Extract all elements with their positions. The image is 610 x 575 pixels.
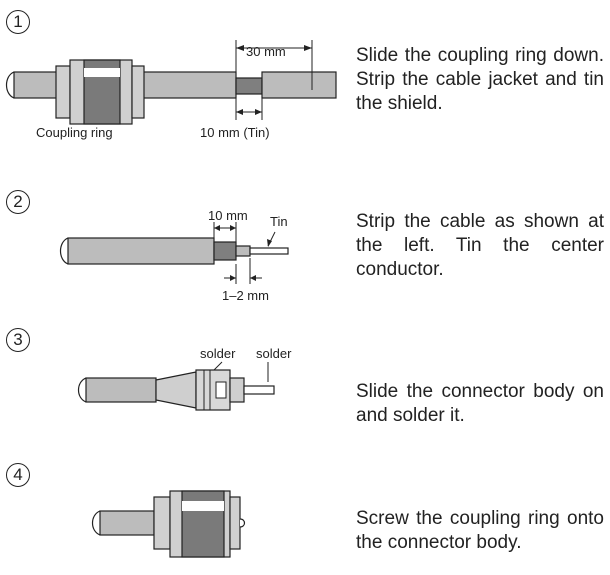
- center-pin: [243, 385, 275, 395]
- ring-highlight: [182, 501, 224, 511]
- step-number-badge: 3: [6, 328, 30, 352]
- step-2-illustration: 10 mm Tin 1–2 mm: [59, 208, 289, 303]
- step-description: Strip the cable as shown at the left. Ti…: [356, 211, 604, 280]
- solder-hole: [215, 381, 227, 399]
- dim-arrows: [230, 275, 256, 281]
- step-number-badge: 2: [6, 190, 30, 214]
- solder-label: solder: [256, 346, 292, 361]
- solder-label: solder: [200, 346, 236, 361]
- tin-label: Tin: [270, 214, 288, 229]
- callout-arrow: [267, 239, 272, 247]
- step-number-badge: 4: [6, 463, 30, 487]
- cable-jacket: [85, 377, 157, 403]
- step-4-illustration: [91, 490, 246, 558]
- step-description: Screw the coupling ring onto the connect…: [356, 508, 604, 553]
- cable-cut-end: [5, 71, 15, 99]
- ring-flange-right: [131, 65, 145, 119]
- cable-jacket: [67, 237, 215, 265]
- connector-body: [155, 371, 197, 409]
- cable-cut-end: [91, 510, 101, 536]
- center-conductor: [249, 247, 289, 255]
- dim-arrows: [214, 225, 236, 231]
- step-3: 3 solder solder Slide the connector body…: [0, 320, 610, 455]
- callout-line: [213, 361, 223, 371]
- dimension-label: 10 mm: [208, 208, 248, 223]
- ring-flange-left: [55, 65, 71, 119]
- tinned-shield: [235, 77, 263, 95]
- center-pin-tip: [239, 518, 246, 528]
- dimension-label: 10 mm (Tin): [200, 125, 270, 140]
- step-4: 4 Screw the coupling ring onto the conne…: [0, 455, 610, 575]
- dielectric: [261, 71, 337, 99]
- step-3-illustration: solder solder: [77, 346, 292, 411]
- step-2: 2 10 mm Tin 1–2 mm Strip the cable as sh…: [0, 180, 610, 320]
- cable-cut-end: [77, 377, 87, 403]
- dielectric: [235, 245, 251, 257]
- connector-tip: [229, 377, 245, 403]
- step-description: Slide the connector body on and solder i…: [356, 381, 604, 426]
- dim-arrows: [236, 45, 312, 51]
- step-1: 1 30 mm 10 mm (Tin) Coupling ring Slide …: [0, 0, 610, 180]
- part-label: Coupling ring: [36, 125, 113, 140]
- ring-flange-left: [153, 496, 171, 550]
- coupling-ring-band: [181, 490, 225, 558]
- step-number-badge: 1: [6, 10, 30, 34]
- ring-highlight: [84, 68, 120, 77]
- dimension-label: 1–2 mm: [222, 288, 269, 303]
- dim-arrows: [236, 109, 262, 115]
- step-1-illustration: 30 mm 10 mm (Tin) Coupling ring: [5, 40, 337, 140]
- step-description: Slide the coupling ring down. Strip the …: [356, 45, 604, 114]
- cable-jacket: [99, 510, 155, 536]
- ring-flange-right: [229, 496, 241, 550]
- dimension-label: 30 mm: [246, 44, 286, 59]
- tinned-shield: [213, 241, 237, 261]
- cable-cut-end: [59, 237, 69, 265]
